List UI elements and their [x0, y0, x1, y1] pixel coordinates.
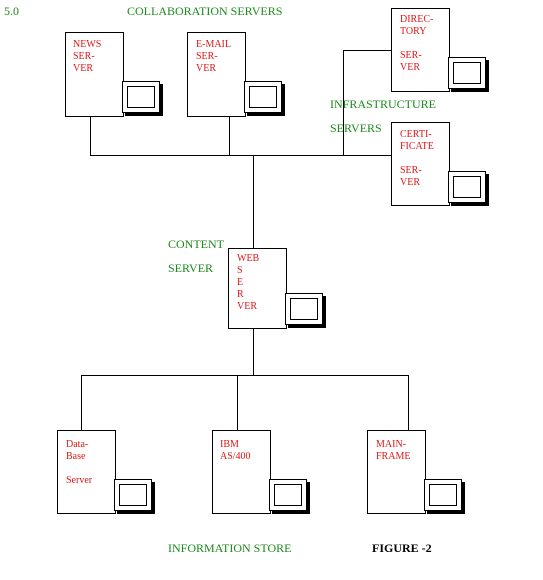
- trunk-upper: [253, 155, 254, 248]
- content-server-label: SERVER: [168, 261, 214, 275]
- connector-news: [90, 115, 91, 155]
- infrastructure-label: INFRASTRUCTURE: [330, 97, 437, 111]
- email-monitor-icon: [244, 81, 282, 113]
- connector-ibm: [237, 375, 238, 430]
- connector-email: [229, 115, 230, 155]
- infrastructure-servers-label: SERVERS: [330, 121, 382, 135]
- infrastructure-riser: [343, 50, 344, 155]
- mainframe-server-label: MAIN- FRAME: [376, 439, 411, 462]
- web-server: WEB S E R VER: [228, 248, 287, 329]
- trunk-lower: [253, 327, 254, 375]
- ibm-monitor-icon: [269, 479, 307, 511]
- news-monitor-icon: [122, 81, 160, 113]
- collaboration-servers-label: COLLABORATION SERVERS: [127, 4, 283, 18]
- section-number: 5.0: [4, 4, 19, 18]
- database-server-label: Data- Base Server: [66, 439, 93, 486]
- collaboration-bus: [90, 155, 391, 156]
- ibm-server-label: IBM AS/400: [220, 439, 251, 462]
- web-server-label: WEB S E R VER: [237, 253, 260, 312]
- database-monitor-icon: [114, 479, 152, 511]
- content-label: CONTENT: [168, 237, 224, 251]
- database-server: Data- Base Server: [57, 430, 116, 514]
- connector-database: [81, 375, 82, 430]
- connector-mainframe: [408, 375, 409, 430]
- figure-label: FIGURE -2: [372, 541, 432, 555]
- certificate-monitor-icon: [448, 171, 486, 203]
- directory-link: [343, 50, 391, 51]
- certificate-server-label: CERTI- FICATE SER- VER: [400, 129, 434, 188]
- ibm-server: IBM AS/400: [212, 430, 271, 514]
- certificate-server: CERTI- FICATE SER- VER: [391, 122, 450, 206]
- directory-server-label: DIREC- TORY SER- VER: [400, 14, 434, 73]
- news-server: NEWS SER- VER: [65, 32, 124, 117]
- store-bus: [81, 375, 409, 376]
- mainframe-server: MAIN- FRAME: [367, 430, 426, 514]
- directory-server: DIREC- TORY SER- VER: [391, 8, 450, 92]
- web-monitor-icon: [285, 293, 323, 325]
- email-server: E-MAIL SER- VER: [187, 32, 246, 117]
- email-server-label: E-MAIL SER- VER: [196, 39, 231, 74]
- directory-monitor-icon: [448, 57, 486, 89]
- mainframe-monitor-icon: [424, 479, 462, 511]
- news-server-label: NEWS SER- VER: [73, 39, 102, 74]
- information-store-label: INFORMATION STORE: [168, 541, 292, 555]
